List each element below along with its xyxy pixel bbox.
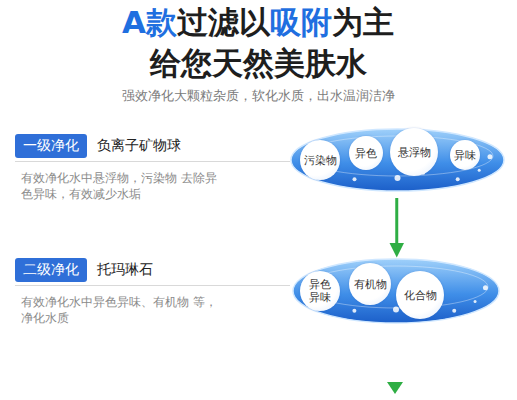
outflow-arrow bbox=[387, 362, 403, 394]
impurity-label: 异色 异味 bbox=[308, 278, 332, 304]
impurity-bubble: 有机物 bbox=[349, 263, 391, 305]
stage-badge: 一级净化 bbox=[15, 134, 87, 158]
impurity-label: 异色 bbox=[355, 147, 377, 160]
flow-arrow bbox=[395, 198, 398, 250]
stage-panel: 一级净化负离子矿物球有效净化水中悬浮物，污染物 去除异色异味，有效减少水垢 bbox=[15, 134, 290, 202]
filter-disc: 异色 异味 有机物化合物 bbox=[292, 258, 500, 324]
media-name: 负离子矿物球 bbox=[97, 137, 181, 155]
media-name: 托玛琳石 bbox=[97, 261, 153, 279]
impurity-bubble: 悬浮物 bbox=[390, 128, 438, 176]
filter-disc: 污染物 异色 悬浮物 异味 bbox=[290, 128, 505, 192]
heading-title: A款过滤以吸附为主 给您天然美肤水 bbox=[108, 2, 408, 84]
impurity-bubble: 异色 bbox=[349, 136, 383, 170]
impurity-bubble: 化合物 bbox=[396, 271, 444, 319]
impurity-label: 悬浮物 bbox=[398, 146, 431, 159]
impurity-label: 化合物 bbox=[404, 289, 437, 302]
stage-badge: 二级净化 bbox=[15, 258, 87, 282]
stage-header: 二级净化托玛琳石 bbox=[15, 258, 290, 286]
impurity-bubble: 污染物 bbox=[300, 140, 340, 180]
impurity-bubble: 异味 bbox=[450, 140, 480, 170]
impurity-bubble: 异色 异味 bbox=[300, 271, 340, 311]
stage-description: 有效净化水中悬浮物，污染物 去除异色异味，有效减少水垢 bbox=[21, 170, 221, 202]
impurity-label: 污染物 bbox=[304, 154, 337, 167]
impurity-label: 有机物 bbox=[354, 278, 387, 291]
stage-header: 一级净化负离子矿物球 bbox=[15, 134, 290, 162]
impurity-label: 异味 bbox=[454, 149, 476, 162]
stage-panel: 二级净化托玛琳石有效净化水中异色异味、有机物 等，净化水质 bbox=[15, 258, 290, 326]
subtitle-text: 强效净化大颗粒杂质，软化水质，出水温润洁净 bbox=[0, 88, 517, 105]
stage-description: 有效净化水中异色异味、有机物 等，净化水质 bbox=[21, 294, 221, 326]
